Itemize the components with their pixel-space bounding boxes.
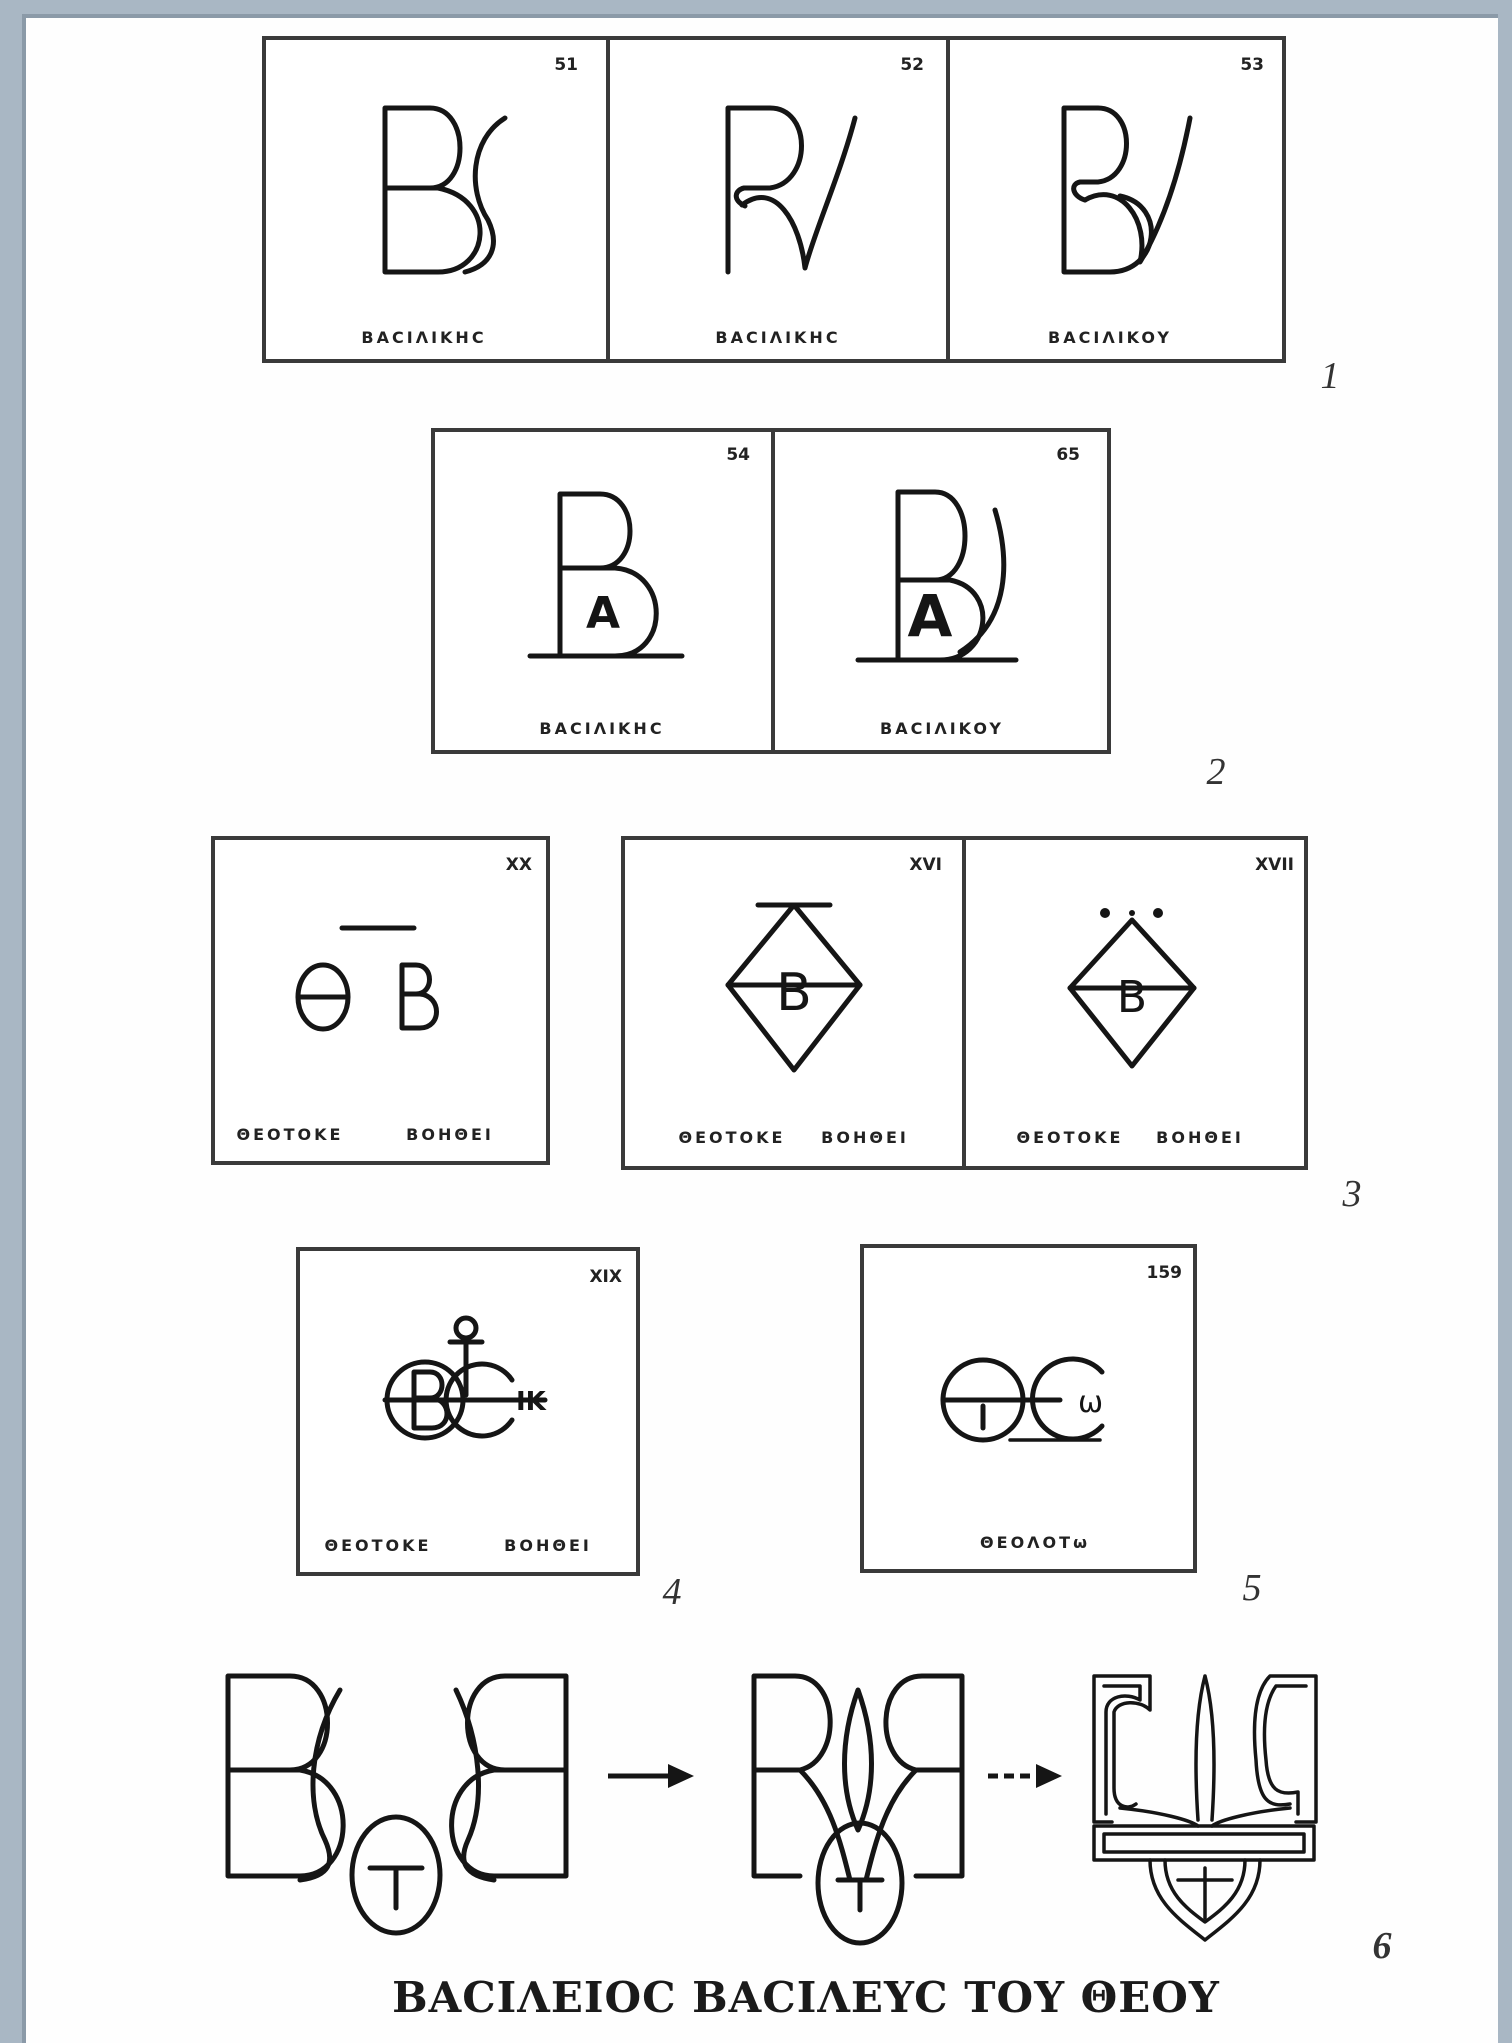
trident-emblem — [1094, 1676, 1316, 1940]
caption-right: BOHΘEI — [406, 1125, 494, 1144]
combined-tau-mark — [838, 1880, 882, 1910]
trident-crossbar-inner — [1104, 1834, 1304, 1852]
panel-159: 159 ω ΘEOΛOTω 5 — [862, 1246, 1262, 1609]
row-4: XIX IK ΘEOTOKE BOHΘEI 4 159 ω ΘEOΛOTω 5 — [298, 1246, 1262, 1613]
panel-caption: BACIΛIKHC — [361, 328, 486, 347]
row-1: 51 BACIΛIKHC 52 BACIΛIKHC 53 BACIΛIKOY 1 — [264, 38, 1340, 397]
caption-left: ΘEOTOKE — [237, 1125, 344, 1144]
panel-xix: XIX IK ΘEOTOKE BOHΘEI 4 — [298, 1249, 682, 1613]
tau-mark — [370, 1868, 422, 1908]
trident-stroke-left — [300, 1690, 340, 1880]
group-label-5: 5 — [1243, 1567, 1262, 1609]
caption-left: ΘEOTOKE — [679, 1128, 786, 1147]
trident-heart-cross — [1178, 1868, 1232, 1918]
group-label-1: 1 — [1321, 355, 1340, 397]
trident-right-fork — [1212, 1808, 1290, 1826]
panel-number: 65 — [1056, 445, 1080, 465]
panel-frame — [213, 838, 548, 1163]
panel-caption: ΘEOΛOTω — [980, 1533, 1090, 1552]
panel-caption: BACIΛIKHC — [715, 328, 840, 347]
dot-mark — [1153, 908, 1163, 918]
trident-left-fork — [1120, 1808, 1198, 1826]
panel-caption: BACIΛIKOY — [1048, 328, 1172, 347]
dot-mark — [1100, 908, 1110, 918]
group-label-3: 3 — [1342, 1173, 1362, 1215]
caption-right: BOHΘEI — [1156, 1128, 1244, 1147]
panel-xx: XX ΘEOTOKE BOHΘEI — [213, 838, 548, 1163]
row-2: 54 A BACIΛIKHC 65 A BACIΛIKOY 2 — [433, 430, 1226, 793]
dot-mark — [1129, 910, 1135, 916]
inner-letter-b: B — [1117, 972, 1147, 1023]
panel-number: XX — [506, 855, 532, 875]
panel-number: 159 — [1147, 1263, 1183, 1283]
group-label-6: 6 — [1373, 1925, 1392, 1967]
panel-number: XVII — [1255, 855, 1294, 875]
caption-left: ΘEOTOKE — [1017, 1128, 1124, 1147]
omega-letter: ω — [1078, 1385, 1103, 1420]
trident-center-blade — [1196, 1676, 1214, 1820]
caption-right: BOHΘEI — [504, 1536, 592, 1555]
inner-letter-a: A — [586, 588, 620, 639]
row-3: XX ΘEOTOKE BOHΘEI XVI B ΘEOTOKE BOHΘEI X… — [213, 838, 1362, 1215]
panel-number: 53 — [1240, 55, 1264, 75]
panel-number: 54 — [726, 445, 750, 465]
inner-letter-a: A — [908, 582, 953, 650]
panel-number: 52 — [900, 55, 924, 75]
caption-right: BOHΘEI — [821, 1128, 909, 1147]
combined-center-petal — [845, 1690, 872, 1830]
b-glyph-mirrored — [452, 1676, 566, 1876]
caption-left: ΘEOTOKE — [325, 1536, 432, 1555]
panel-frame — [862, 1246, 1195, 1571]
panel-caption: BACIΛIKHC — [539, 719, 664, 738]
combined-b-right — [886, 1676, 962, 1876]
row-5: 6 BACIΛEIOC BACIΛEYC TOY ΘEOY — [228, 1676, 1392, 2022]
trident-stroke-right — [456, 1690, 494, 1880]
panel-number: XIX — [589, 1267, 622, 1287]
group-label-2: 2 — [1207, 751, 1226, 793]
combined-b-left — [754, 1676, 830, 1876]
group-label-4: 4 — [663, 1571, 682, 1613]
inner-letter-b: B — [776, 963, 812, 1023]
arrow-dashed-icon — [988, 1764, 1062, 1788]
trident-right-arm-inner — [1264, 1686, 1306, 1814]
trident-crossbar — [1094, 1826, 1314, 1860]
footer-inscription: BACIΛEIOC BACIΛEYC TOY ΘEOY — [392, 1973, 1220, 2022]
panel-number: XVI — [909, 855, 942, 875]
panel-number: 51 — [554, 55, 578, 75]
arrow-right-icon — [608, 1764, 694, 1788]
panel-caption: BACIΛIKOY — [880, 719, 1004, 738]
ik-letters: IK — [516, 1387, 547, 1417]
panel-frame — [298, 1249, 638, 1574]
